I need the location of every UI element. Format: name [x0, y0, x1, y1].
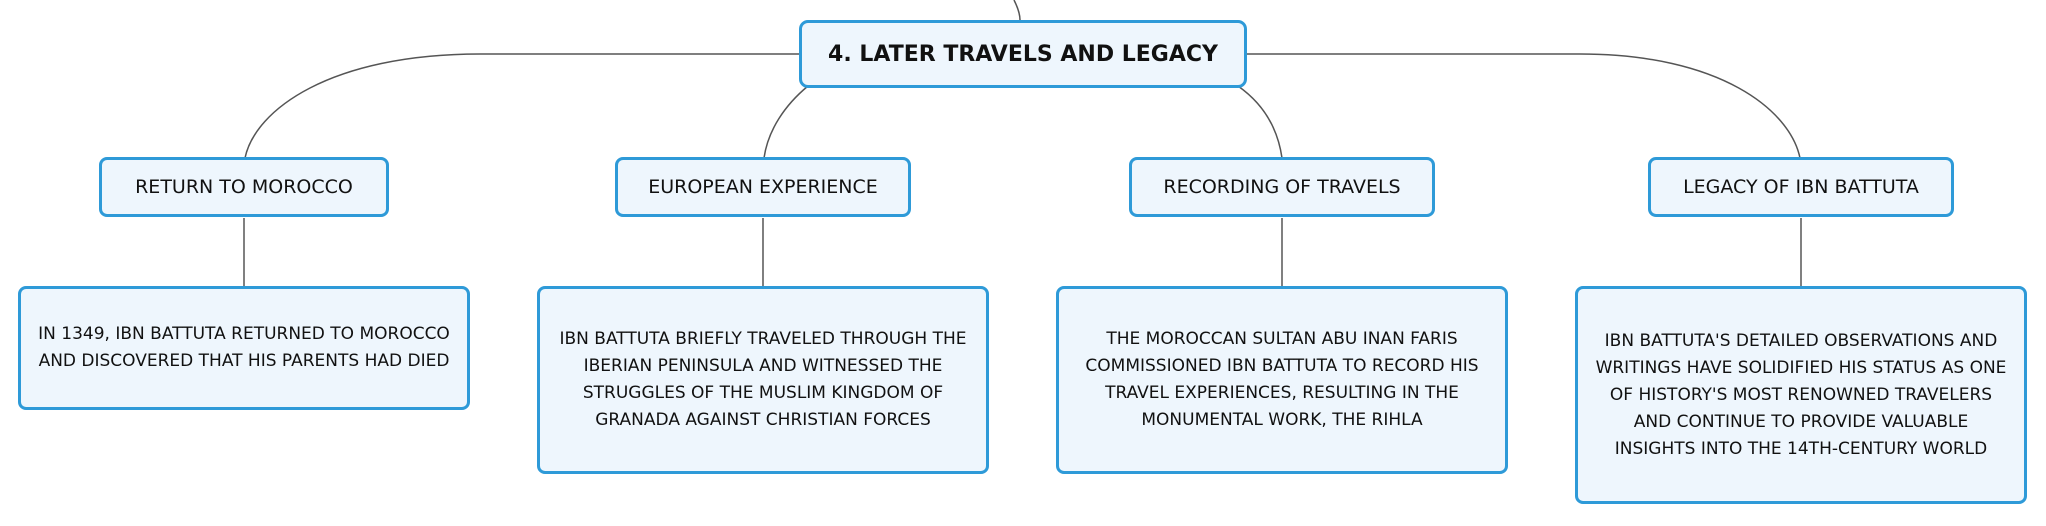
- detail-legacy-of-ibn-battuta[interactable]: IBN BATTUTA'S DETAILED OBSERVATIONS AND …: [1575, 286, 2027, 504]
- subtopic-european-experience[interactable]: EUROPEAN EXPERIENCE: [615, 157, 911, 217]
- subtopic-label: LEGACY OF IBN BATTUTA: [1683, 176, 1919, 198]
- detail-recording-of-travels[interactable]: THE MOROCCAN SULTAN ABU INAN FARIS COMMI…: [1056, 286, 1508, 474]
- detail-text: IBN BATTUTA BRIEFLY TRAVELED THROUGH THE…: [559, 329, 967, 430]
- detail-text: THE MOROCCAN SULTAN ABU INAN FARIS COMMI…: [1085, 329, 1479, 430]
- subtopic-legacy-of-ibn-battuta[interactable]: LEGACY OF IBN BATTUTA: [1648, 157, 1954, 217]
- subtopic-label: EUROPEAN EXPERIENCE: [648, 176, 878, 198]
- detail-text: IBN BATTUTA'S DETAILED OBSERVATIONS AND …: [1595, 330, 2007, 459]
- subtopic-return-to-morocco[interactable]: RETURN TO MOROCCO: [99, 157, 389, 217]
- root-topic-label: 4. LATER TRAVELS AND LEGACY: [828, 41, 1218, 67]
- connector-root-legacy: [1247, 53, 1801, 159]
- connector-root-return: [244, 53, 799, 159]
- detail-european-experience[interactable]: IBN BATTUTA BRIEFLY TRAVELED THROUGH THE…: [537, 286, 989, 474]
- detail-text: IN 1349, IBN BATTUTA RETURNED TO MOROCCO…: [38, 324, 450, 371]
- subtopic-recording-of-travels[interactable]: RECORDING OF TRAVELS: [1129, 157, 1435, 217]
- subtopic-label: RECORDING OF TRAVELS: [1163, 176, 1401, 198]
- detail-return-to-morocco[interactable]: IN 1349, IBN BATTUTA RETURNED TO MOROCCO…: [18, 286, 470, 410]
- connector-parent-root: [1013, 0, 1021, 21]
- connector-root-recording: [1237, 85, 1283, 159]
- subtopic-label: RETURN TO MOROCCO: [135, 176, 353, 198]
- connector-root-european: [763, 85, 809, 159]
- root-topic-node[interactable]: 4. LATER TRAVELS AND LEGACY: [799, 20, 1247, 88]
